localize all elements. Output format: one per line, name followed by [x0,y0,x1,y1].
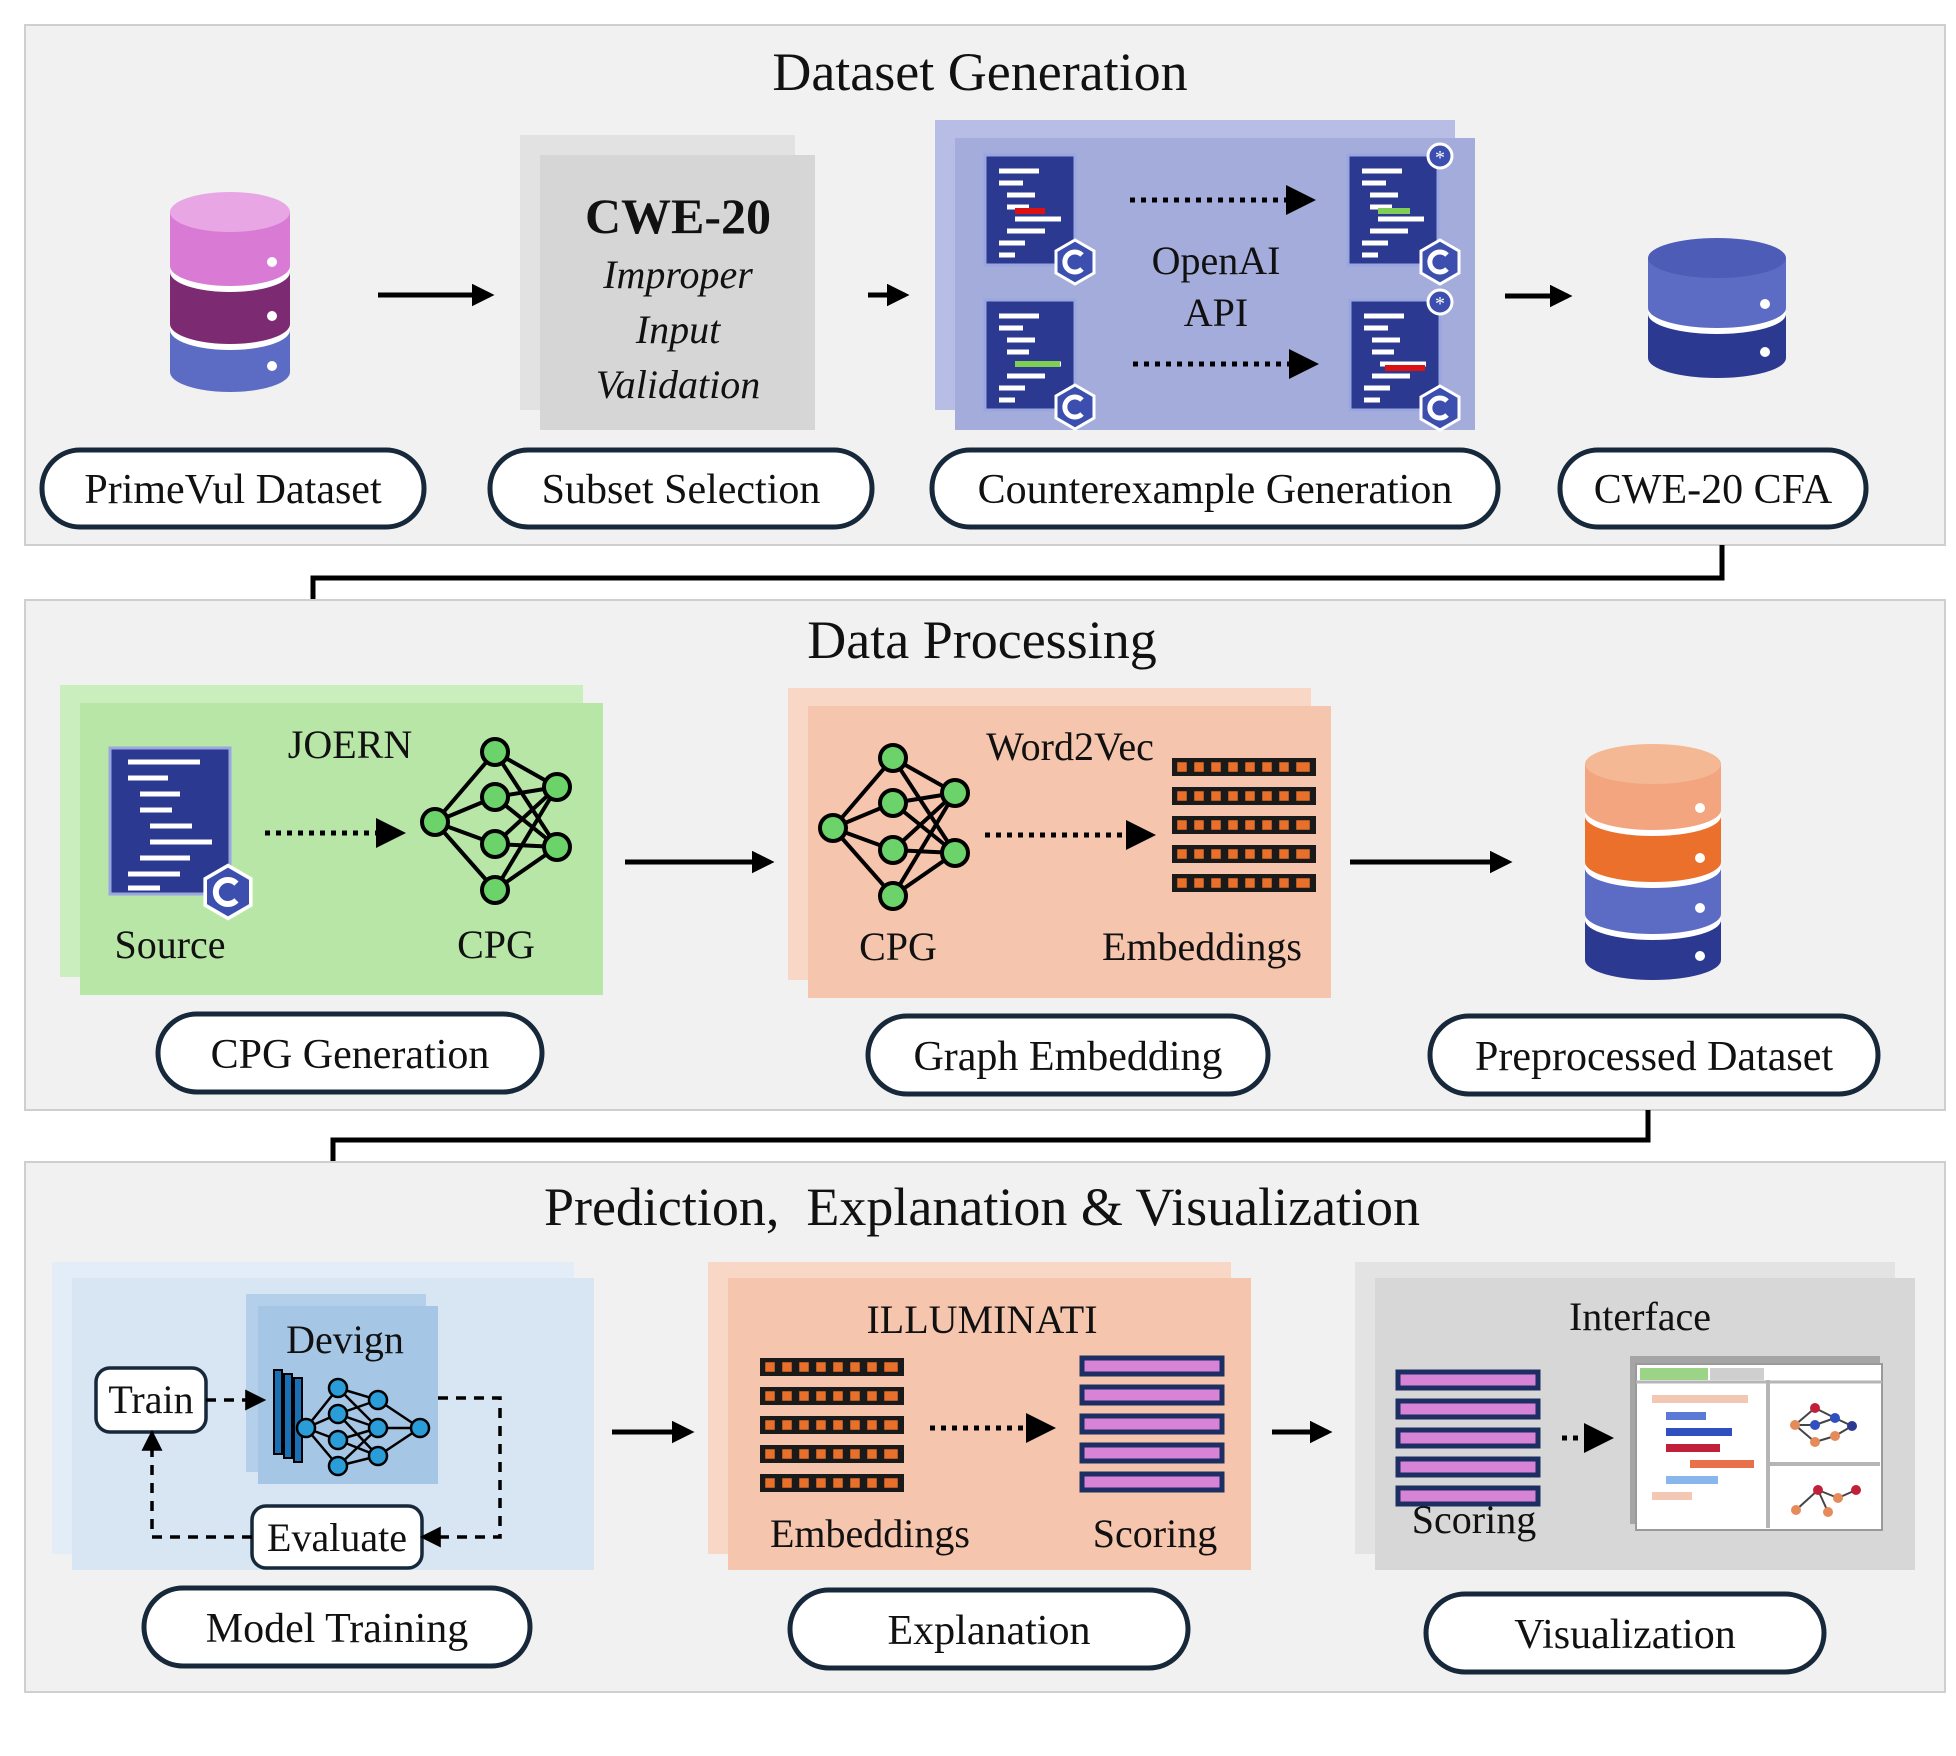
explanation-card: ILLUMINATI Embeddings Scoring [708,1262,1251,1570]
label-embeddings: Embeddings [1102,924,1302,969]
step-pill-primevul: PrimeVul Dataset [39,447,427,530]
explainer-name: ILLUMINATI [866,1297,1097,1342]
step-label-cpg-generation: CPG Generation [211,1032,490,1078]
section-prediction: Prediction, Explanation & Visualization … [24,1161,1946,1693]
train-label: Train [108,1377,193,1422]
cwe-title: CWE-20 [585,188,771,244]
step-label-cwe20-cfa: CWE-20 CFA [1594,467,1833,513]
step-label-graph-embedding: Graph Embedding [913,1034,1222,1080]
api-label-line2: API [1184,290,1248,335]
api-label-line1: OpenAI [1152,238,1281,283]
cwe-desc-line2: Input [635,307,721,352]
neural-network-icon [273,1369,431,1477]
counterexample-card: OpenAI API [935,120,1475,430]
step-pill-visualization: Visualization [1423,1591,1827,1675]
database-icon [1585,744,1721,980]
label-embeddings: Embeddings [770,1511,970,1556]
code-file-icon [1348,142,1459,284]
cwe20-card: CWE-20 Improper Input Validation [520,135,815,430]
step-label-visualization: Visualization [1514,1612,1735,1658]
step-label-primevul: PrimeVul Dataset [84,467,382,513]
tool-joern: JOERN [288,722,412,767]
step-label-subset-selection: Subset Selection [542,467,821,513]
step-pill-subset-selection: Subset Selection [487,447,875,530]
section-data-processing: Data Processing JOERN [24,599,1946,1111]
evaluate-label: Evaluate [267,1515,407,1560]
model-training-card: Devign [52,1262,594,1570]
code-file-icon [985,155,1094,284]
interface-label: Interface [1569,1294,1711,1339]
code-file-icon [108,746,251,918]
model-name: Devign [286,1317,404,1362]
database-icon [170,192,290,392]
database-icon [1648,238,1786,378]
step-pill-preprocessed: Preprocessed Dataset [1427,1013,1881,1097]
step-pill-graph-embedding: Graph Embedding [865,1013,1271,1097]
step-label-model-training: Model Training [206,1606,469,1652]
code-file-icon [985,300,1094,429]
interface-window-icon [1630,1356,1883,1531]
section-title-data-processing: Data Processing [807,610,1156,670]
section-dataset-generation: Dataset Generation CWE-20 Improper Input… [24,24,1946,546]
label-cpg: CPG [457,922,535,967]
step-label-counterexample: Counterexample Generation [978,467,1453,513]
train-box: Train [94,1366,208,1434]
tool-word2vec: Word2Vec [986,724,1154,769]
step-pill-cpg-generation: CPG Generation [155,1011,545,1095]
graph-embedding-card: Word2Vec CPG Embeddings [788,688,1331,998]
label-source: Source [114,922,225,967]
step-pill-model-training: Model Training [141,1585,533,1669]
step-pill-explanation: Explanation [787,1587,1191,1671]
step-pill-cwe20-cfa: CWE-20 CFA [1557,447,1869,530]
cpg-generation-card: JOERN Source CPG [60,685,603,995]
section-title-dataset-generation: Dataset Generation [772,42,1187,102]
step-pill-counterexample: Counterexample Generation [929,447,1501,530]
cwe-desc-line1: Improper [602,252,753,297]
visualization-card: Interface Scoring [1355,1262,1915,1570]
step-label-preprocessed: Preprocessed Dataset [1475,1034,1833,1080]
label-scoring: Scoring [1093,1511,1217,1556]
section-title-prediction: Prediction, Explanation & Visualization [544,1177,1420,1237]
code-file-icon [1350,288,1459,430]
label-cpg: CPG [859,924,937,969]
evaluate-box: Evaluate [250,1504,424,1570]
step-label-explanation: Explanation [888,1608,1091,1654]
cwe-desc-line3: Validation [596,362,760,407]
label-scoring: Scoring [1412,1497,1536,1542]
